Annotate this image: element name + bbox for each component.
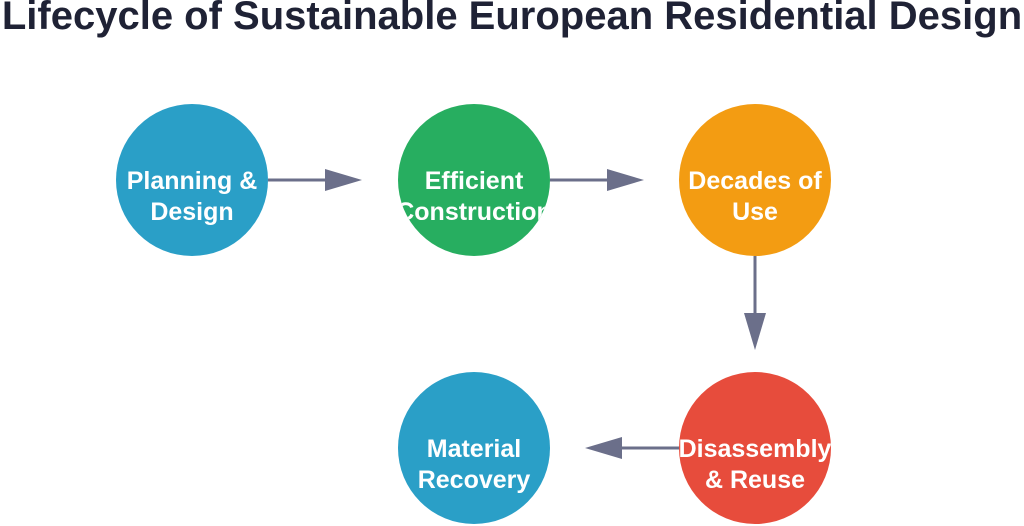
node-construction-label-line1: Efficient [425, 167, 524, 195]
node-use: Decades of Use [679, 104, 831, 256]
edge-use-to-disassembly [744, 256, 766, 350]
node-recovery-circle [398, 372, 550, 524]
node-recovery-label-line2: Recovery [418, 466, 531, 494]
node-planning: Planning & Design [116, 104, 268, 256]
node-disassembly: Disassembly & Reuse [679, 372, 832, 524]
node-planning-label-line2: Design [150, 198, 233, 226]
node-construction-circle [398, 104, 550, 256]
edge-planning-to-construction [268, 169, 362, 191]
diagram-title: Lifecycle of Sustainable European Reside… [1, 0, 1023, 38]
node-planning-label-line1: Planning & [127, 167, 258, 195]
node-planning-circle [116, 104, 268, 256]
node-disassembly-label-line1: Disassembly [679, 435, 832, 463]
node-use-label-line2: Use [732, 198, 778, 226]
node-use-label-line1: Decades of [688, 167, 822, 195]
edge-disassembly-to-recovery [585, 437, 679, 459]
edge-construction-to-use [550, 169, 644, 191]
node-disassembly-label-line2: & Reuse [705, 466, 805, 494]
node-use-circle [679, 104, 831, 256]
node-recovery: Material Recovery [398, 372, 550, 524]
node-disassembly-circle [679, 372, 831, 524]
node-construction: Efficient Construction [396, 104, 552, 256]
node-recovery-label-line1: Material [427, 435, 521, 463]
node-construction-label-line2: Construction [396, 198, 552, 226]
